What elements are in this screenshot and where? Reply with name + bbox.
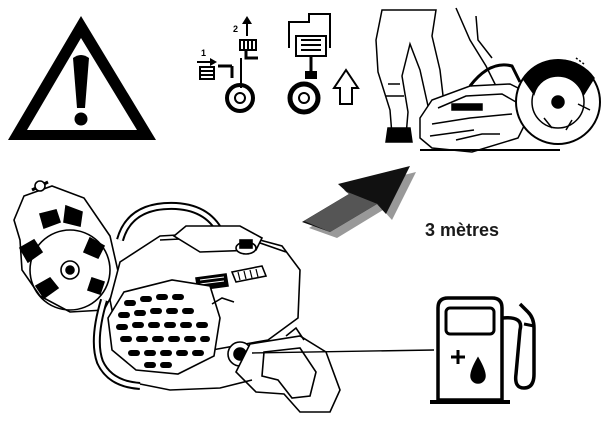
power-cutter-illustration [13, 180, 341, 413]
choke-start-procedure-icon: 2 1 [197, 16, 258, 113]
warning-triangle-icon [8, 16, 156, 140]
fuel-pump-icon [430, 296, 536, 404]
fuel-leader-line [251, 349, 435, 354]
step-2-marker: 2 [233, 24, 238, 34]
distance-label: 3 mètres [425, 220, 500, 240]
direction-arrow-icon [302, 166, 416, 238]
step-1-marker: 1 [201, 48, 206, 58]
pull-starter-icon [287, 13, 360, 115]
operator-starting-saw-illustration [375, 7, 601, 153]
